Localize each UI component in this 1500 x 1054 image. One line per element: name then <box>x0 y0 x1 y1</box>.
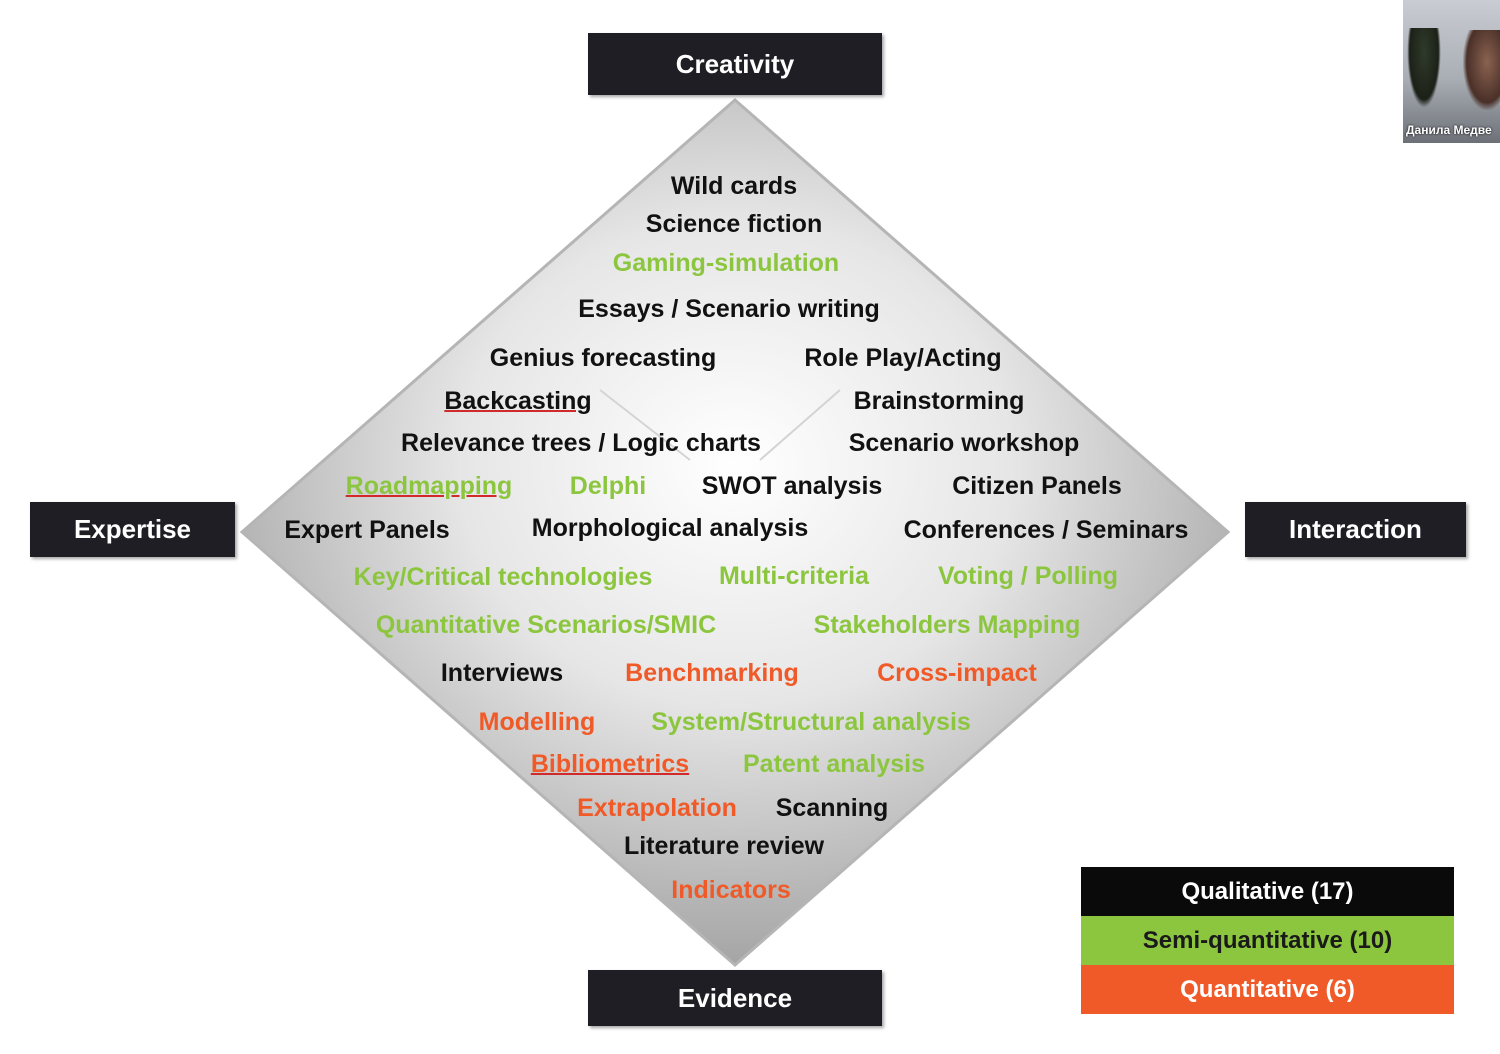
method-quantitative-scenarios: Quantitative Scenarios/SMIC <box>375 611 717 639</box>
method-citizen-panels: Citizen Panels <box>952 472 1122 500</box>
axis-creativity: Creativity <box>588 33 882 95</box>
diamond-shape <box>239 98 1231 967</box>
method-cross-impact: Cross-impact <box>877 659 1037 687</box>
method-bibliometrics: Bibliometrics <box>530 750 690 778</box>
method-relevance-trees: Relevance trees / Logic charts <box>401 429 761 457</box>
method-modelling: Modelling <box>478 708 596 736</box>
video-background-plant <box>1407 28 1441 108</box>
method-voting-polling: Voting / Polling <box>937 562 1119 590</box>
method-system-structural-analysis: System/Structural analysis <box>651 708 971 736</box>
method-stakeholders-mapping: Stakeholders Mapping <box>813 611 1081 639</box>
method-conferences-seminars: Conferences / Seminars <box>903 516 1189 544</box>
method-science-fiction: Science fiction <box>645 210 823 238</box>
method-scanning: Scanning <box>775 794 889 822</box>
method-patent-analysis: Patent analysis <box>742 750 926 778</box>
method-literature-review: Literature review <box>623 832 825 860</box>
method-delphi: Delphi <box>569 472 647 500</box>
method-backcasting: Backcasting <box>444 387 592 415</box>
method-interviews: Interviews <box>440 659 564 687</box>
method-brainstorming: Brainstorming <box>853 387 1025 415</box>
axis-evidence: Evidence <box>588 970 882 1026</box>
method-benchmarking: Benchmarking <box>625 659 799 687</box>
axis-expertise: Expertise <box>30 502 235 557</box>
method-expert-panels: Expert Panels <box>284 516 450 544</box>
method-morphological-analysis: Morphological analysis <box>531 514 809 542</box>
method-gaming-simulation: Gaming-simulation <box>612 249 840 277</box>
method-genius-forecasting: Genius forecasting <box>489 344 717 372</box>
method-essays-scenario-writing: Essays / Scenario writing <box>578 295 880 323</box>
legend-quantitative: Quantitative (6) <box>1081 965 1454 1014</box>
participant-video-tile[interactable]: Данила Медве <box>1403 0 1500 143</box>
method-roadmapping: Roadmapping <box>345 472 513 500</box>
method-multi-criteria: Multi-criteria <box>718 562 870 590</box>
method-indicators: Indicators <box>671 876 791 904</box>
method-role-play: Role Play/Acting <box>804 344 1002 372</box>
axis-interaction: Interaction <box>1245 502 1466 557</box>
legend: Qualitative (17) Semi-quantitative (10) … <box>1081 867 1454 1014</box>
legend-qualitative: Qualitative (17) <box>1081 867 1454 916</box>
method-scenario-workshop: Scenario workshop <box>848 429 1080 457</box>
method-extrapolation: Extrapolation <box>577 794 737 822</box>
video-participant-avatar <box>1463 30 1500 110</box>
method-swot-analysis: SWOT analysis <box>701 472 883 500</box>
method-wild-cards: Wild cards <box>670 172 798 200</box>
diamond-inner-line-right <box>759 389 841 461</box>
method-key-critical-technologies: Key/Critical technologies <box>353 563 653 591</box>
legend-semi-quantitative: Semi-quantitative (10) <box>1081 916 1454 965</box>
diamond-inner-line-left <box>599 389 691 461</box>
participant-name: Данила Медве <box>1406 123 1492 137</box>
